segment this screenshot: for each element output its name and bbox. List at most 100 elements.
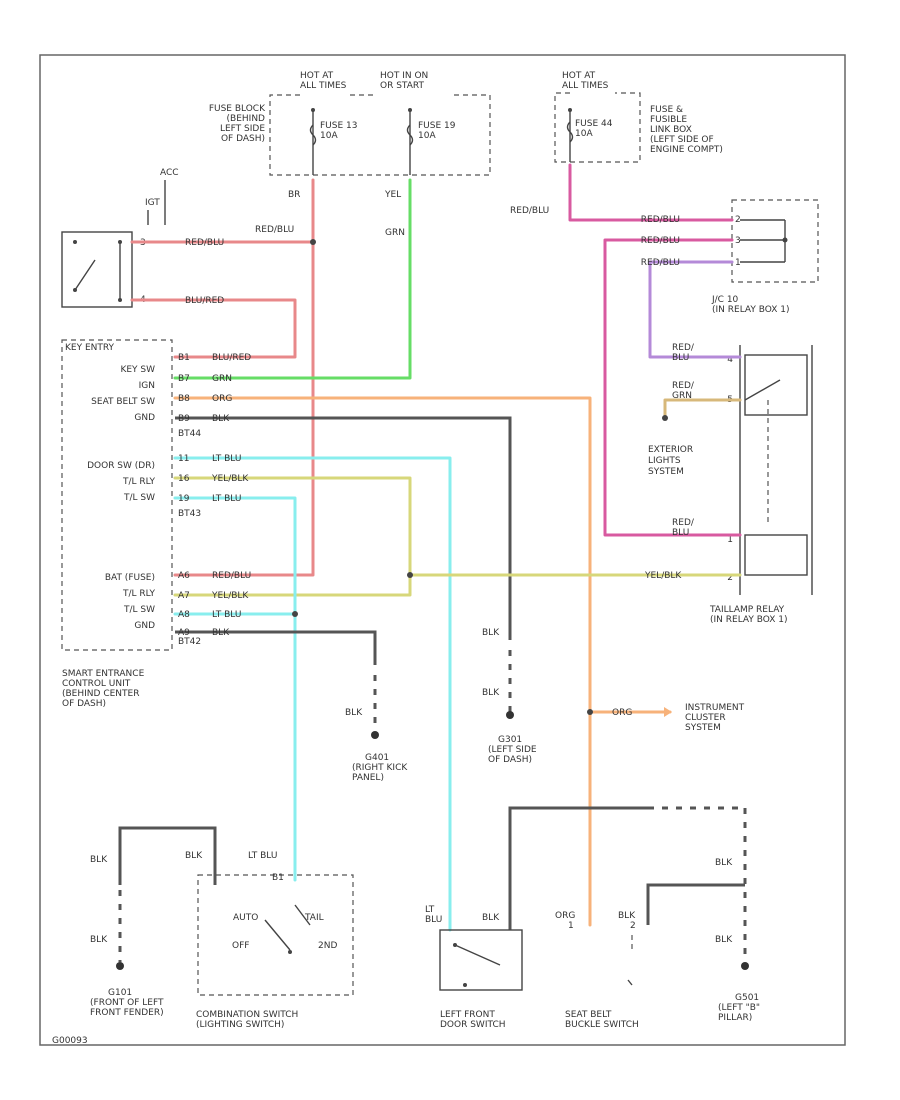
- svg-text:BLK: BLK: [212, 628, 230, 638]
- svg-text:BT42: BT42: [178, 637, 201, 647]
- svg-text:BLK: BLK: [715, 935, 733, 945]
- svg-text:ORG: ORG: [612, 708, 632, 718]
- wire-pink-relay: [603, 238, 742, 537]
- svg-text:A9: A9: [178, 628, 190, 638]
- svg-text:BLK: BLK: [482, 688, 500, 698]
- svg-text:G301: G301: [498, 735, 522, 745]
- svg-text:ORG: ORG: [212, 394, 232, 404]
- svg-text:KEY SW: KEY SW: [120, 365, 155, 375]
- svg-text:LT BLU: LT BLU: [212, 610, 241, 620]
- svg-text:T/L SW: T/L SW: [123, 493, 155, 503]
- svg-text:RED/BLU: RED/BLU: [672, 518, 695, 538]
- wire-blk-g101: [118, 826, 217, 885]
- svg-text:BT44: BT44: [178, 429, 201, 439]
- wire-blk-seat: [646, 883, 745, 925]
- svg-text:AUTO: AUTO: [233, 913, 258, 923]
- svg-text:DOOR SW (DR): DOOR SW (DR): [87, 461, 155, 471]
- combination-switch: AUTO TAIL OFF 2ND B1 COMBINATION SWITCH(…: [196, 873, 354, 1030]
- svg-text:G101: G101: [108, 988, 132, 998]
- svg-text:RED/BLU: RED/BLU: [641, 258, 680, 268]
- wire-violet-relay: [648, 260, 742, 359]
- svg-text:BLK: BLK: [345, 708, 363, 718]
- svg-text:16: 16: [178, 474, 190, 484]
- svg-text:B1: B1: [178, 353, 190, 363]
- svg-text:SEAT BELT SW: SEAT BELT SW: [91, 397, 155, 407]
- key-switch: 3 4 IGT ACC: [61, 168, 179, 308]
- svg-text:GND: GND: [134, 621, 155, 631]
- svg-text:YEL/BLK: YEL/BLK: [211, 591, 249, 601]
- svg-text:OFF: OFF: [232, 941, 249, 951]
- svg-text:1: 1: [727, 535, 733, 545]
- svg-text:BLK: BLK: [715, 858, 733, 868]
- svg-text:BLU/RED: BLU/RED: [185, 296, 224, 306]
- wire-yel-blk-1: [173, 476, 412, 597]
- svg-text:LT BLU: LT BLU: [212, 454, 241, 464]
- svg-text:B9: B9: [178, 414, 190, 424]
- svg-text:ACC: ACC: [160, 168, 179, 178]
- svg-text:G00093: G00093: [52, 1036, 88, 1046]
- diagram-border: [39, 54, 846, 1046]
- wire-blk-door: [508, 806, 648, 930]
- svg-text:YEL/BLK: YEL/BLK: [211, 474, 249, 484]
- svg-text:RED/BLU: RED/BLU: [510, 206, 549, 216]
- svg-text:T/L RLY: T/L RLY: [122, 477, 155, 487]
- svg-text:G401: G401: [365, 753, 389, 763]
- svg-text:LT BLU: LT BLU: [212, 494, 241, 504]
- svg-text:BLK: BLK: [90, 855, 108, 865]
- svg-text:3: 3: [735, 236, 741, 246]
- svg-text:A8: A8: [178, 610, 190, 620]
- wire-labels: BR YEL RED/BLU GRN RED/BLU RED/BLU BLU/R…: [52, 190, 760, 1046]
- svg-text:YEL/BLK: YEL/BLK: [644, 571, 682, 581]
- svg-text:TAILLAMP RELAY(IN RELAY BOX 1): TAILLAMP RELAY(IN RELAY BOX 1): [709, 605, 788, 625]
- svg-text:COMBINATION SWITCH(LIGHTING SW: COMBINATION SWITCH(LIGHTING SWITCH): [196, 1010, 298, 1030]
- svg-text:GRN: GRN: [212, 374, 232, 384]
- svg-text:RED/BLU: RED/BLU: [212, 571, 251, 581]
- svg-text:B1: B1: [272, 873, 284, 883]
- svg-text:G501: G501: [735, 993, 759, 1003]
- junction-connector-10: 2 3 1 J/C 10(IN RELAY BOX 1): [711, 199, 819, 315]
- svg-text:B8: B8: [178, 394, 190, 404]
- wire-grn: [173, 178, 412, 380]
- svg-text:RED/BLU: RED/BLU: [641, 236, 680, 246]
- svg-text:1: 1: [735, 258, 741, 268]
- svg-text:B7: B7: [178, 374, 190, 384]
- svg-text:2: 2: [735, 215, 741, 225]
- smart-entrance-control-unit: KEY ENTRY KEY SW IGN SEAT BELT SW GND BT…: [61, 339, 201, 709]
- svg-text:4: 4: [727, 355, 733, 365]
- wire-pink-fuse44: [568, 163, 734, 222]
- svg-text:BT43: BT43: [178, 509, 201, 519]
- svg-text:2: 2: [727, 573, 733, 583]
- svg-text:A7: A7: [178, 591, 190, 601]
- svg-text:RED/BLU: RED/BLU: [672, 343, 695, 363]
- svg-text:BAT (FUSE): BAT (FUSE): [105, 573, 155, 583]
- svg-text:KEY ENTRY: KEY ENTRY: [65, 343, 115, 353]
- svg-text:BLK: BLK: [185, 851, 203, 861]
- wire-blk-g401: [175, 630, 377, 665]
- svg-text:BLK: BLK: [212, 414, 230, 424]
- wire-lt-blu-tail: [173, 496, 297, 882]
- wire-org: [173, 396, 592, 927]
- wire-lt-blu-door: [173, 456, 452, 932]
- svg-text:YEL: YEL: [384, 190, 401, 200]
- svg-text:(LEFT "B"PILLAR): (LEFT "B"PILLAR): [718, 1003, 760, 1023]
- svg-text:RED/BLU: RED/BLU: [255, 225, 294, 235]
- svg-text:BLU/RED: BLU/RED: [212, 353, 251, 363]
- svg-text:LT BLU: LT BLU: [248, 851, 277, 861]
- svg-text:A6: A6: [178, 571, 190, 581]
